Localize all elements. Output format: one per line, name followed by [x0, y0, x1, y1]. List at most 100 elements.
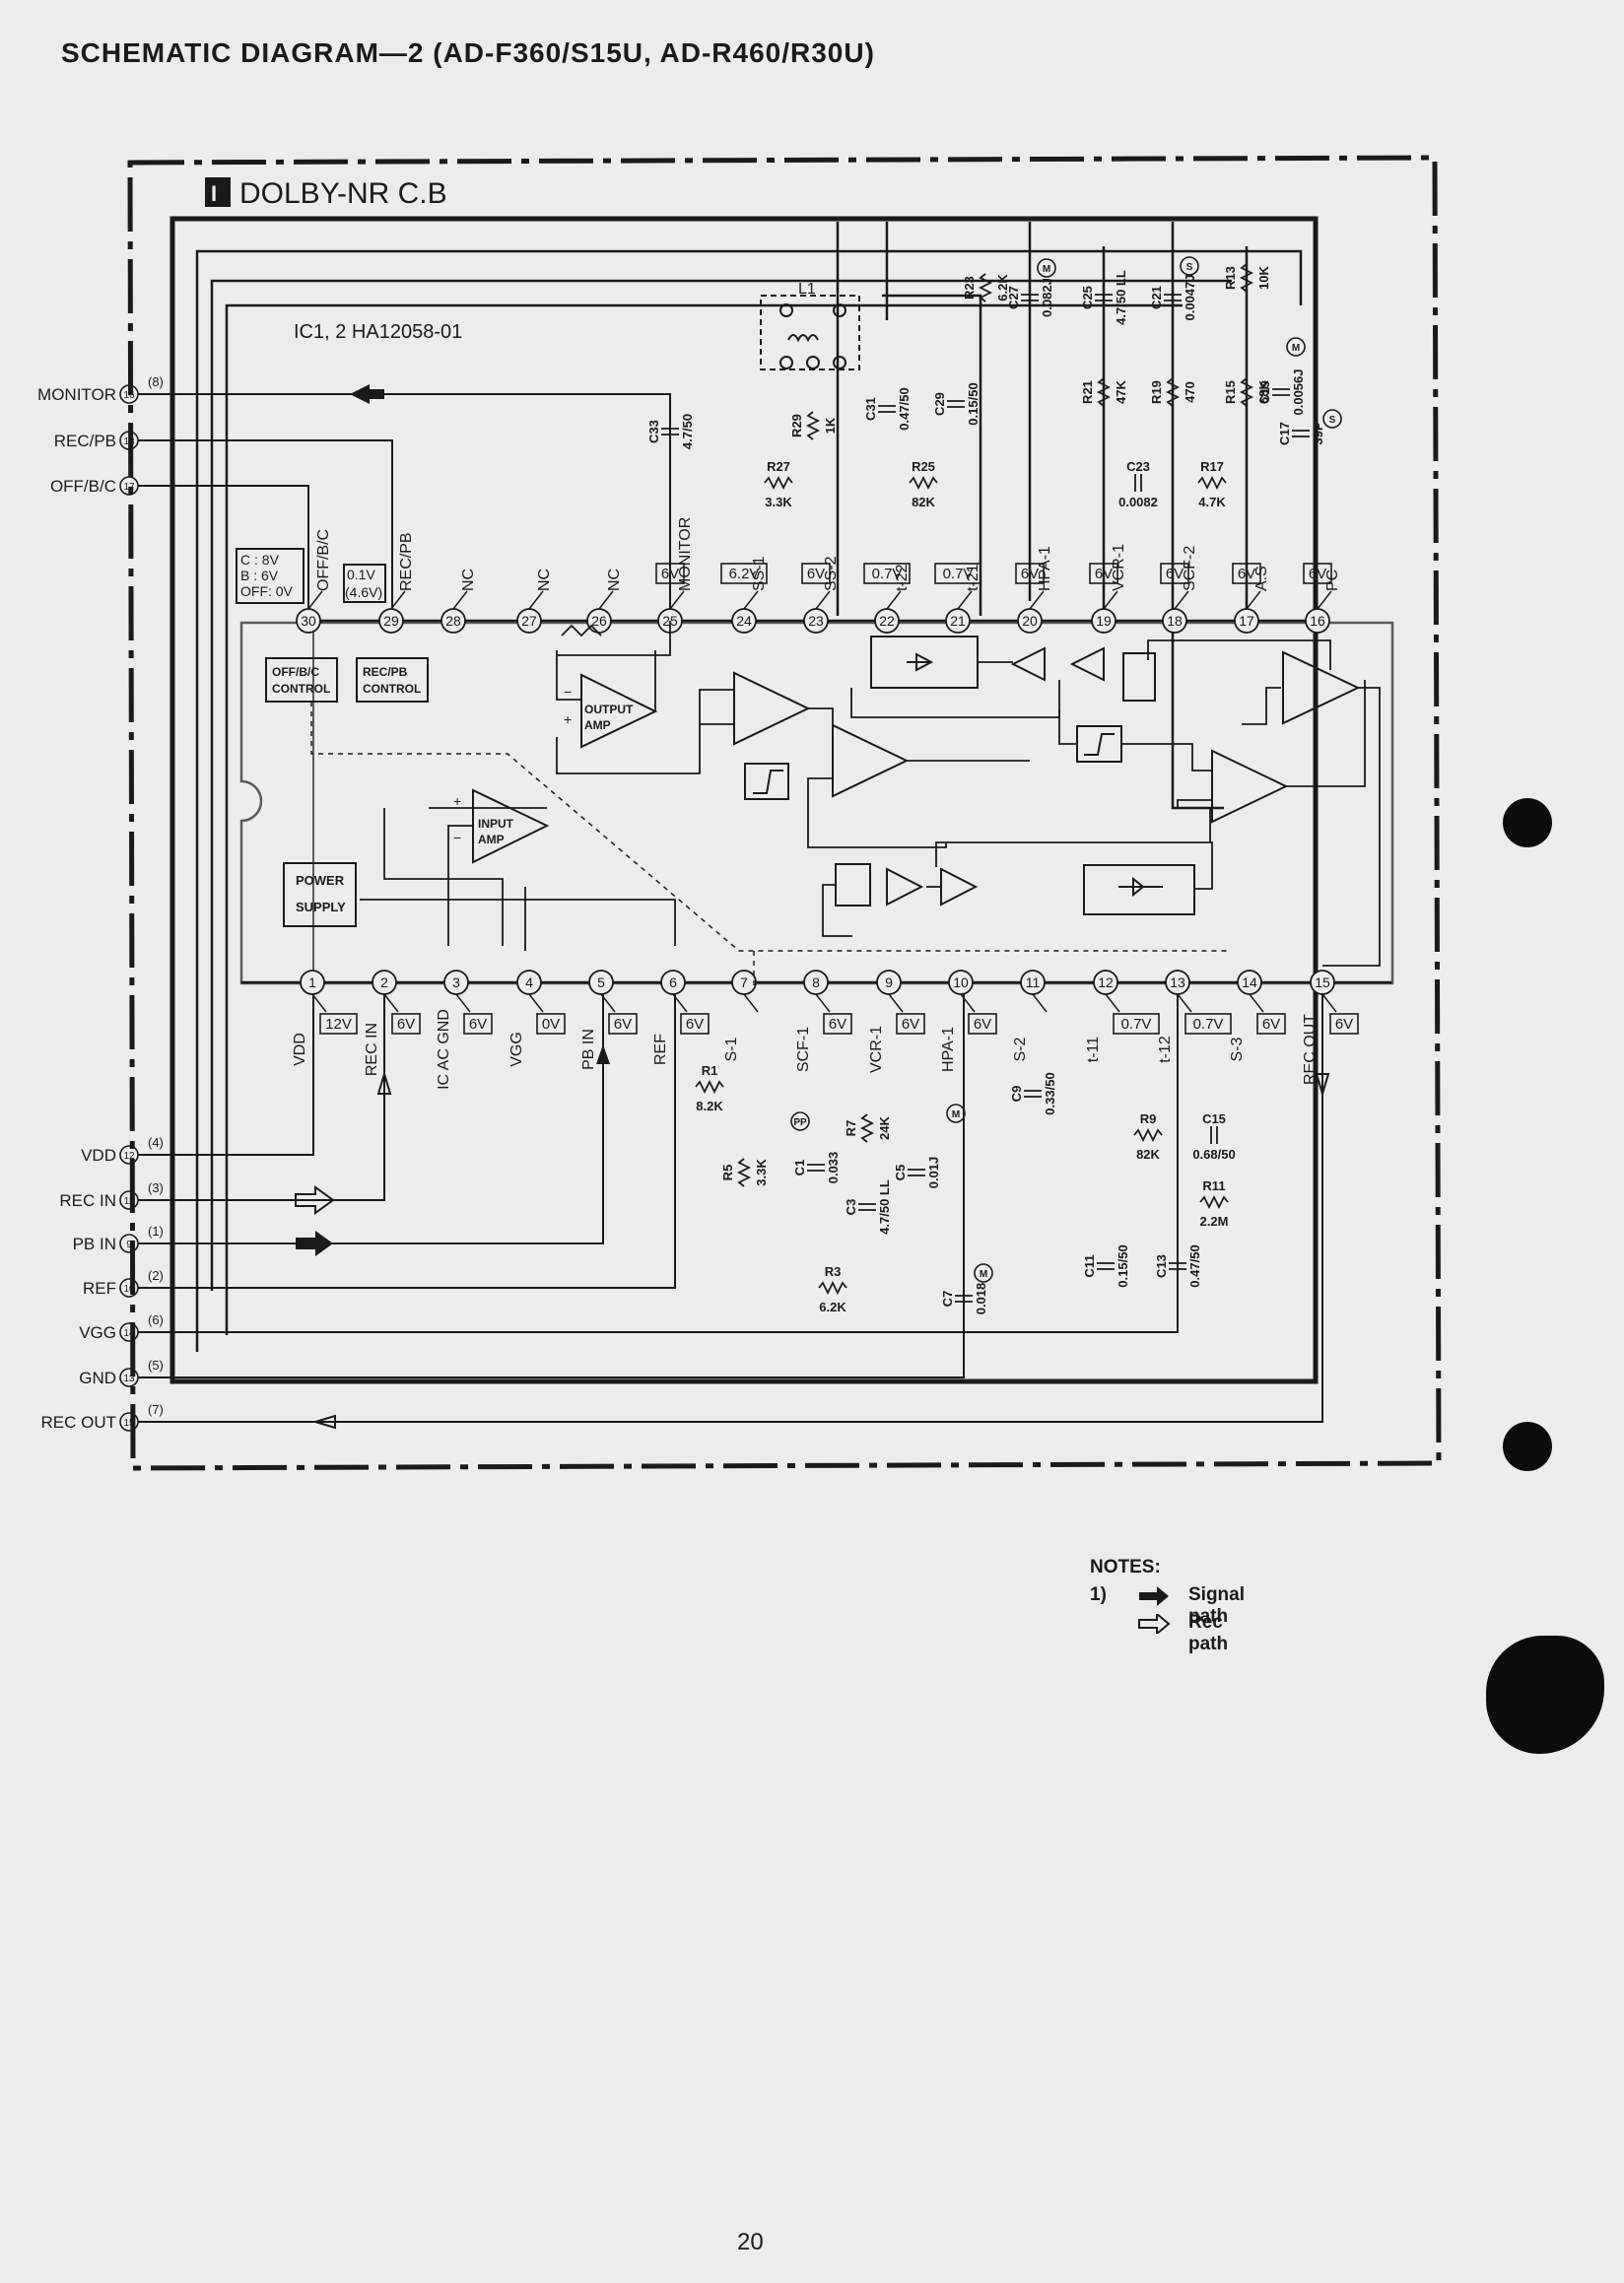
component-r7: R7 24K — [844, 1113, 892, 1143]
off-bc-control-block: OFF/B/C CONTROL — [265, 657, 338, 703]
pin-voltage: 6V — [1262, 1016, 1280, 1033]
component-value: 39P — [1311, 422, 1325, 444]
mark-letter: M — [980, 1269, 987, 1280]
svg-text:OFF: 0V: OFF: 0V — [240, 583, 294, 599]
rec-path-arrow-icon — [1137, 1611, 1171, 1640]
component-value: 2.2M — [1200, 1214, 1229, 1229]
connector-pin-number: 17 — [123, 482, 135, 493]
voltage-box — [655, 563, 685, 584]
pin-voltage: 0.7V — [1121, 1016, 1152, 1033]
connector-label: MONITOR — [37, 385, 116, 404]
pin29-state-box: 0.1V (4.6V) — [343, 564, 386, 603]
component-value: 24K — [877, 1115, 892, 1139]
pin-label: VGG — [508, 1032, 525, 1067]
component-value: 0.47/50 — [897, 387, 912, 430]
pin-number: 18 — [1167, 613, 1183, 629]
component-value: 82K — [912, 495, 935, 509]
voltage-box — [863, 563, 911, 584]
bottom-pin: 7S-1 — [723, 970, 759, 1061]
svg-text:AMP: AMP — [478, 833, 505, 846]
connector-label: VGG — [79, 1323, 116, 1342]
connector-label: GND — [79, 1369, 116, 1387]
component-c11: C11 0.15/50 — [1082, 1244, 1130, 1287]
component-ref: R15 — [1223, 380, 1238, 404]
svg-text:−: − — [453, 830, 461, 845]
component-ref: R29 — [789, 414, 804, 437]
component-ref: R19 — [1149, 380, 1164, 404]
input-amp: INPUT AMP + − — [453, 788, 550, 864]
connector-pin-number: 10 — [123, 1284, 135, 1295]
pin-voltage: 6V — [1335, 1016, 1353, 1033]
component-value: 0.15/50 — [1116, 1244, 1130, 1287]
pin-label: HPA-1 — [940, 1027, 957, 1072]
component-value: 0.018 — [974, 1283, 988, 1315]
component-value: 0.033 — [826, 1152, 841, 1184]
pin-label: MONITOR — [677, 517, 694, 591]
pin-label: SS-1 — [751, 556, 768, 591]
component-ref: R11 — [1202, 1178, 1225, 1193]
svg-text:+: + — [564, 711, 572, 727]
component-ref: R7 — [844, 1120, 858, 1137]
pin-voltage: 6V — [1309, 566, 1326, 582]
coil-l1: L1 — [760, 281, 860, 370]
voltage-box — [801, 563, 831, 584]
pin-label: PC — [1324, 570, 1341, 591]
dashed-control-lines — [310, 702, 1227, 985]
component-ref: C11 — [1082, 1254, 1097, 1277]
ic-package — [239, 621, 1394, 985]
component-ref: R25 — [912, 459, 935, 474]
internal-amps — [733, 646, 1361, 906]
pin-number: 27 — [521, 613, 537, 629]
component-value: 4.7/50 LL — [1114, 270, 1128, 325]
component-ref: C23 — [1126, 459, 1150, 474]
component-ref: C25 — [1080, 286, 1095, 309]
connector-pin-number: 12 — [123, 1151, 135, 1162]
svg-text:L1: L1 — [798, 281, 816, 298]
pin-label: t-22 — [894, 564, 911, 591]
svg-text:POWER: POWER — [296, 873, 345, 888]
bottom-pin: 11S-2 — [1012, 970, 1048, 1061]
pin-voltage: 6V — [1095, 566, 1113, 582]
component-value: 8.2K — [696, 1099, 723, 1113]
binder-hole-2 — [1503, 1422, 1552, 1471]
connector-label: PB IN — [73, 1235, 116, 1253]
pin-label: NC — [606, 569, 623, 591]
component-ref: R5 — [720, 1165, 735, 1181]
component-value: 0.68/50 — [1192, 1147, 1235, 1162]
pin-number: 20 — [1022, 613, 1038, 629]
pin-voltage: 6V — [686, 1016, 704, 1033]
pin-label: SCF-1 — [795, 1027, 812, 1072]
pin-label: S-2 — [1012, 1037, 1029, 1061]
component-ref: C1 — [792, 1160, 807, 1176]
pin-voltage: 6V — [1021, 566, 1039, 582]
connector-pin-circle — [119, 384, 139, 404]
component-r25: R25 82K — [909, 459, 938, 509]
bottom-pin: 14S-36V — [1229, 970, 1286, 1061]
pin-label: S-1 — [723, 1037, 740, 1061]
pin-label: OFF/B/C — [315, 529, 332, 591]
component-value: 4.7/50 LL — [877, 1179, 892, 1235]
connector-pin-circle — [119, 476, 139, 496]
pin-label: t-12 — [1157, 1036, 1174, 1063]
pin-number: 10 — [953, 974, 969, 990]
